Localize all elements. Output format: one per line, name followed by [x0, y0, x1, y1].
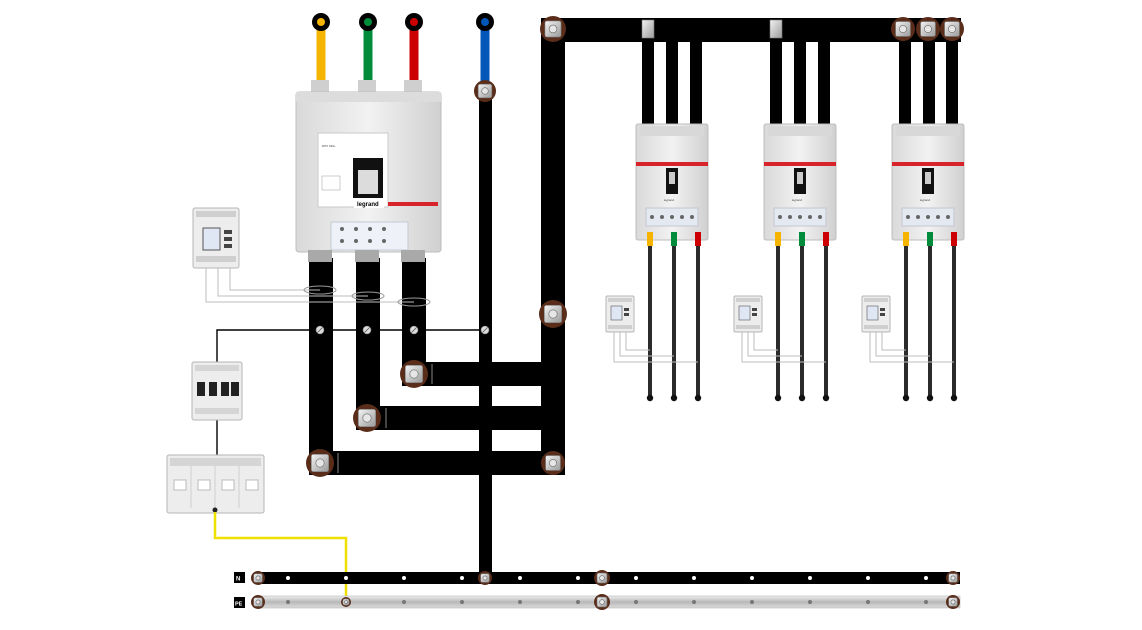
protection-mcb[interactable] [191, 361, 243, 421]
bolt-clamp-icon [251, 595, 265, 609]
bolt-clamp-icon [400, 360, 428, 388]
feeder-energy-meter [605, 295, 635, 333]
bolt-clamp-icon [940, 17, 964, 41]
bolt-clamp-icon [946, 595, 960, 609]
bolt-clamp-icon [594, 594, 610, 610]
aux-supply-wiring [216, 329, 485, 458]
surge-protection-device[interactable] [166, 454, 265, 514]
earth-bar-label: PE [235, 602, 243, 608]
main-breaker-brand: legrand [357, 202, 379, 208]
main-busbar-frame [541, 18, 961, 473]
neutral-bar-label: N [236, 577, 240, 583]
feeder-meters [605, 295, 954, 363]
incoming-cables [312, 13, 494, 88]
bolt-clamp-icon [541, 451, 565, 475]
bolt-clamp-icon [474, 80, 496, 102]
bolt-clamp-icon [341, 597, 351, 607]
spd-earth-wire [213, 512, 348, 600]
bolt-clamp-icon [916, 17, 940, 41]
main-breaker[interactable]: DPX 630+ legrand [295, 80, 442, 262]
phase-busbars [309, 258, 565, 475]
bolt-icon [315, 325, 325, 335]
outgoing-breaker[interactable]: legrand [763, 123, 837, 246]
outgoing-breaker-brand: legrand [792, 198, 802, 202]
outgoing-cables [646, 246, 958, 402]
feeder-energy-meter [733, 295, 763, 333]
bolt-clamp-icon [540, 16, 566, 42]
feeder-energy-meter [861, 295, 891, 333]
outgoing-breaker[interactable]: legrand [891, 123, 965, 246]
l1-horizontal-busbar [309, 451, 565, 475]
bolt-clamp-icon [306, 449, 334, 477]
outgoing-breakers: legrand legrand legrand [635, 123, 965, 246]
bolt-icon [409, 325, 419, 335]
bolt-clamp-icon [594, 570, 610, 586]
bolt-icon [362, 325, 372, 335]
outgoing-breaker[interactable]: legrand [635, 123, 709, 246]
top-horizontal-busbar [541, 18, 961, 42]
riser-busbar [541, 18, 565, 473]
l2-horizontal-busbar [356, 406, 542, 430]
bolt-icon [480, 325, 490, 335]
bolt-clamp-icon [891, 17, 915, 41]
outgoing-breaker-brand: legrand [920, 198, 930, 202]
busbar-clamps [251, 16, 964, 610]
bolt-clamp-icon [946, 571, 960, 585]
bolt-clamp-icon [478, 571, 492, 585]
ct-wiring [205, 268, 431, 307]
outgoing-droppers [642, 28, 958, 128]
bolt-clamp-icon [539, 300, 567, 328]
main-breaker-model: DPX 630+ [322, 144, 336, 148]
bolt-clamp-icon [251, 571, 265, 585]
bolt-clamp-icon [353, 404, 381, 432]
outgoing-breaker-brand: legrand [664, 198, 674, 202]
main-energy-meter [192, 207, 240, 269]
